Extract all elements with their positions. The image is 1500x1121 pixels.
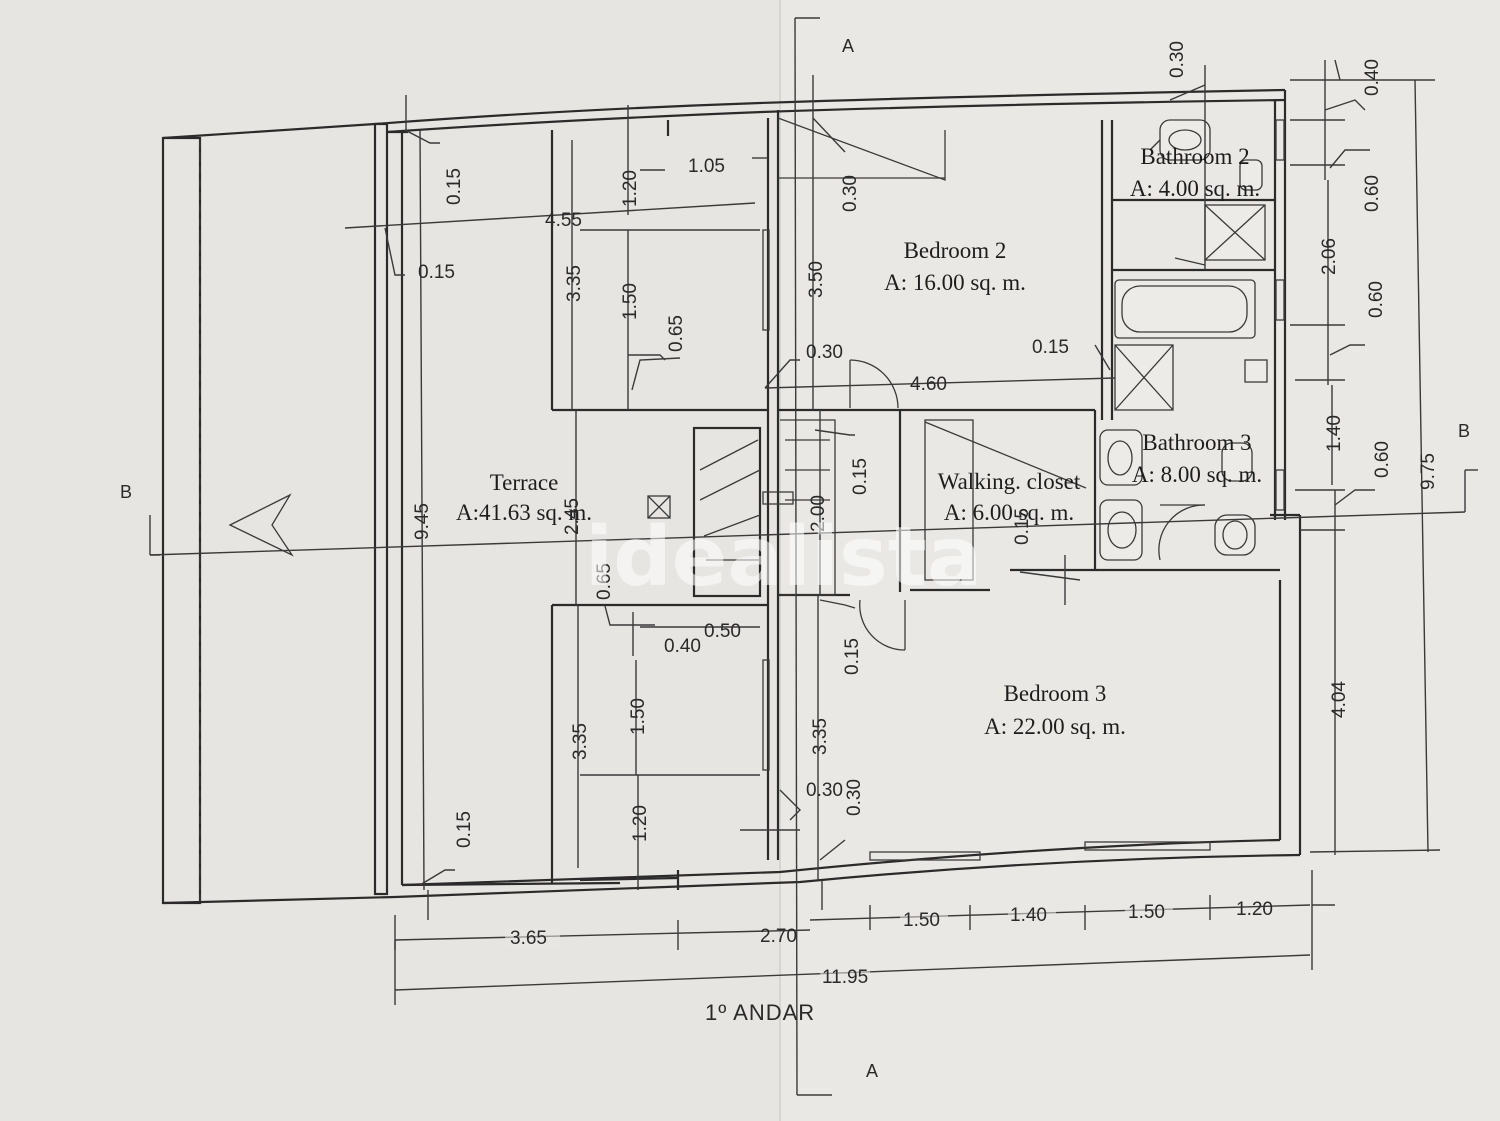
terrace-area: A:41.63 sq. m. [456, 500, 592, 525]
dim-4-55: 4.55 [545, 210, 582, 231]
dim-0-65: 0.65 [594, 563, 615, 600]
closet-name: Walking. closet [938, 469, 1081, 494]
dim-1-20: 1.20 [620, 170, 641, 207]
dim-3-50: 3.50 [806, 261, 827, 298]
dim-0-65: 0.65 [666, 315, 687, 352]
dim-1-50: 1.50 [1128, 902, 1165, 923]
north-arrow-icon [228, 493, 294, 557]
dim-4-04: 4.04 [1329, 681, 1350, 718]
bathroom3-area: A: 8.00 sq. m. [1132, 462, 1262, 487]
dim-0-40: 0.40 [664, 636, 701, 657]
dim-0-15: 0.15 [418, 262, 455, 283]
dim-1-05: 1.05 [688, 156, 725, 177]
bathroom-fixtures [1099, 119, 1268, 561]
dim-1-50: 1.50 [628, 698, 649, 735]
dim-0-15: 0.15 [1012, 508, 1033, 545]
section-markers: A A B B [120, 36, 1470, 1081]
bedroom2-name: Bedroom 2 [904, 238, 1007, 263]
bidet-bath3 [1221, 442, 1253, 482]
dim-0-60: 0.60 [1372, 441, 1393, 478]
dim-11-95: 11.95 [822, 967, 868, 988]
bedroom2-area: A: 16.00 sq. m. [884, 270, 1026, 295]
interior-walls [550, 110, 1280, 890]
dim-1-20: 1.20 [630, 805, 651, 842]
toilet-bath2 [1239, 159, 1263, 191]
dim-0-15: 0.15 [1032, 337, 1069, 358]
dim-0-60: 0.60 [1362, 175, 1383, 212]
room-labels: Terrace A:41.63 sq. m. Bedroom 2 A: 16.0… [456, 144, 1262, 739]
stairs [692, 426, 762, 598]
dim-0-15: 0.15 [444, 168, 465, 205]
dim-0-15: 0.15 [842, 638, 863, 675]
dim-2-45: 2.45 [562, 498, 583, 535]
dim-3-35: 3.35 [564, 265, 585, 302]
dim-0-40: 0.40 [1362, 59, 1383, 96]
bedroom3-area: A: 22.00 sq. m. [984, 714, 1126, 739]
section-lines [149, 17, 1478, 1096]
dimension-lines [344, 59, 1441, 1005]
dimension-labels: 0.15 0.15 4.55 3.35 1.20 1.05 1.50 0.65 … [412, 41, 1439, 988]
dim-3-65: 3.65 [510, 928, 547, 949]
bathroom2-name: Bathroom 2 [1140, 144, 1249, 169]
windows [762, 119, 1285, 861]
dim-2-06: 2.06 [1319, 238, 1340, 275]
dim-0-30: 0.30 [1167, 41, 1188, 78]
dim-1-40: 1.40 [1010, 905, 1047, 926]
bathroom2-area: A: 4.00 sq. m. [1130, 176, 1260, 201]
dim-4-60: 4.60 [910, 374, 947, 395]
dim-0-60: 0.60 [1366, 281, 1387, 318]
dim-1-20: 1.20 [1236, 899, 1273, 920]
dim-3-35: 3.35 [810, 718, 831, 755]
outer-walls [161, 88, 1302, 905]
dim-1-50: 1.50 [903, 910, 940, 931]
dim-0-30: 0.30 [806, 342, 843, 363]
dim-0-30: 0.30 [844, 779, 865, 816]
bedroom3-name: Bedroom 3 [1004, 681, 1107, 706]
dim-0-50: 0.50 [704, 621, 741, 642]
section-a-top: A [842, 36, 854, 56]
dim-3-35: 3.35 [570, 723, 591, 760]
dim-0-15: 0.15 [454, 811, 475, 848]
bathroom3-name: Bathroom 3 [1142, 430, 1251, 455]
dim-1-50: 1.50 [620, 283, 641, 320]
terrace-name: Terrace [490, 470, 559, 495]
dim-0-30: 0.30 [840, 175, 861, 212]
dim-0-15: 0.15 [850, 458, 871, 495]
dim-2-00: 2.00 [808, 495, 829, 532]
section-b-left: B [120, 482, 132, 502]
watermark: idealista [585, 510, 982, 605]
plan-title: 1º ANDAR [705, 1000, 815, 1025]
dim-9-75: 9.75 [1418, 453, 1439, 490]
section-b-right: B [1458, 421, 1470, 441]
dim-0-30: 0.30 [806, 780, 843, 801]
dim-2-70: 2.70 [760, 926, 797, 947]
dim-9-45: 9.45 [412, 503, 433, 540]
closet-area: A: 6.00 sq. m. [944, 500, 1074, 525]
section-a-bottom: A [866, 1061, 878, 1081]
dim-1-40: 1.40 [1324, 415, 1345, 452]
